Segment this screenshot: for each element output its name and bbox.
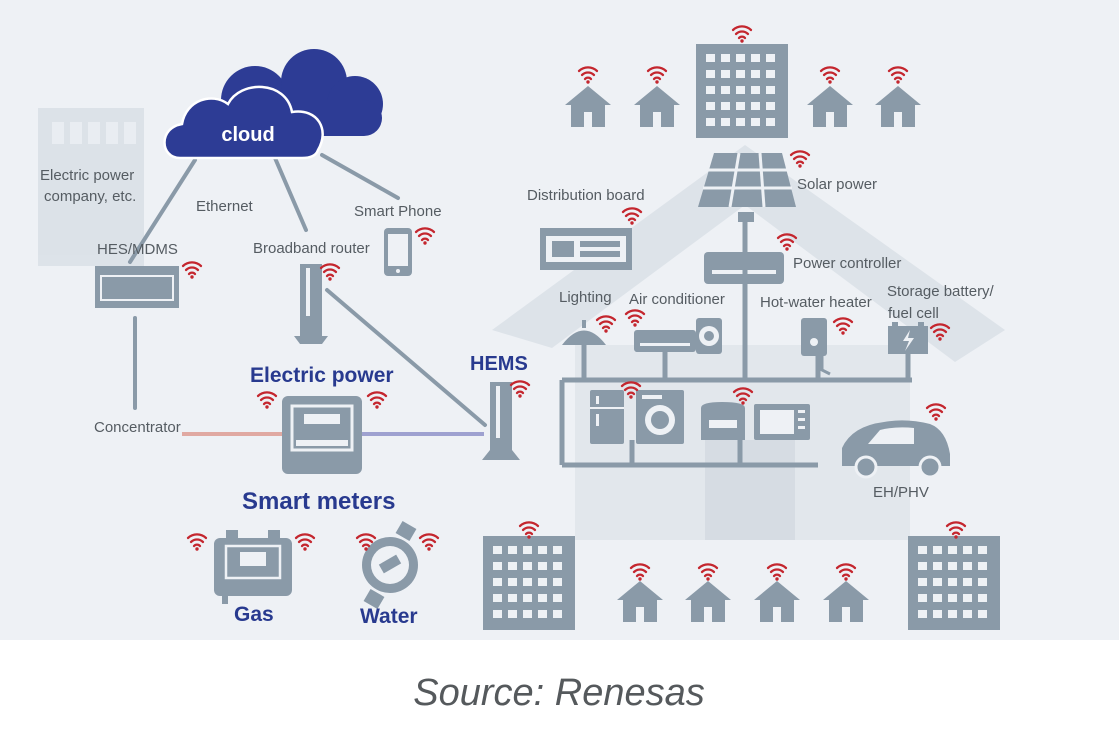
air-conditioner-icon	[634, 318, 722, 354]
solar-panel-icon	[698, 152, 796, 222]
broadband-router-label: Broadband router	[253, 240, 370, 257]
connection-lines	[128, 153, 487, 427]
distribution-board-icon	[540, 228, 632, 270]
electric-vehicle-icon	[842, 420, 950, 479]
solar-power-label: Solar power	[797, 176, 877, 193]
apartment-building-icon	[483, 536, 575, 630]
hot-water-heater-icon	[801, 318, 831, 376]
gas-meter-icon	[214, 530, 292, 604]
hems-label: HEMS	[470, 353, 528, 375]
electric-meter-icon	[282, 396, 362, 474]
gas-label: Gas	[234, 603, 274, 626]
utility-building-icon	[38, 108, 144, 266]
broadband-router-icon	[294, 264, 328, 344]
home-wiring	[559, 222, 912, 468]
storage-battery-label-1: Storage battery/	[887, 283, 995, 300]
electric-company-label-2: company, etc.	[44, 188, 136, 205]
lighting-icon	[562, 320, 606, 345]
water-meter-icon	[362, 520, 418, 610]
storage-battery-label-2: fuel cell	[888, 305, 939, 322]
source-caption: Source: Renesas	[413, 672, 705, 714]
electric-power-label: Electric power	[250, 364, 394, 387]
hes-mdms-label: HES/MDMS	[97, 241, 178, 258]
electric-company-label-1: Electric power	[40, 167, 134, 184]
hems-device-icon	[482, 382, 520, 460]
power-controller-label: Power controller	[793, 255, 901, 272]
washing-machine-icon	[636, 390, 684, 444]
concentrator-label: Concentrator	[94, 419, 181, 436]
cloud-label: cloud	[221, 124, 274, 146]
storage-battery-icon	[888, 322, 928, 354]
hot-water-heater-label: Hot-water heater	[760, 294, 872, 311]
ehphv-label: EH/PHV	[873, 484, 929, 501]
refrigerator-icon	[590, 390, 624, 444]
water-label: Water	[360, 605, 418, 628]
smartphone-icon	[384, 228, 412, 276]
ethernet-label: Ethernet	[196, 198, 254, 215]
lighting-label: Lighting	[559, 289, 612, 306]
microwave-icon	[754, 404, 810, 440]
hes-mdms-server-icon	[95, 266, 179, 308]
rice-cooker-icon	[701, 402, 745, 440]
cloud-front-icon	[163, 85, 324, 160]
smart-phone-label: Smart Phone	[354, 203, 442, 220]
apartment-building-icon	[696, 44, 788, 138]
apartment-building-icon	[908, 536, 1000, 630]
distribution-board-label: Distribution board	[527, 187, 645, 204]
air-conditioner-label: Air conditioner	[629, 291, 725, 308]
smart-meters-label: Smart meters	[242, 488, 395, 515]
